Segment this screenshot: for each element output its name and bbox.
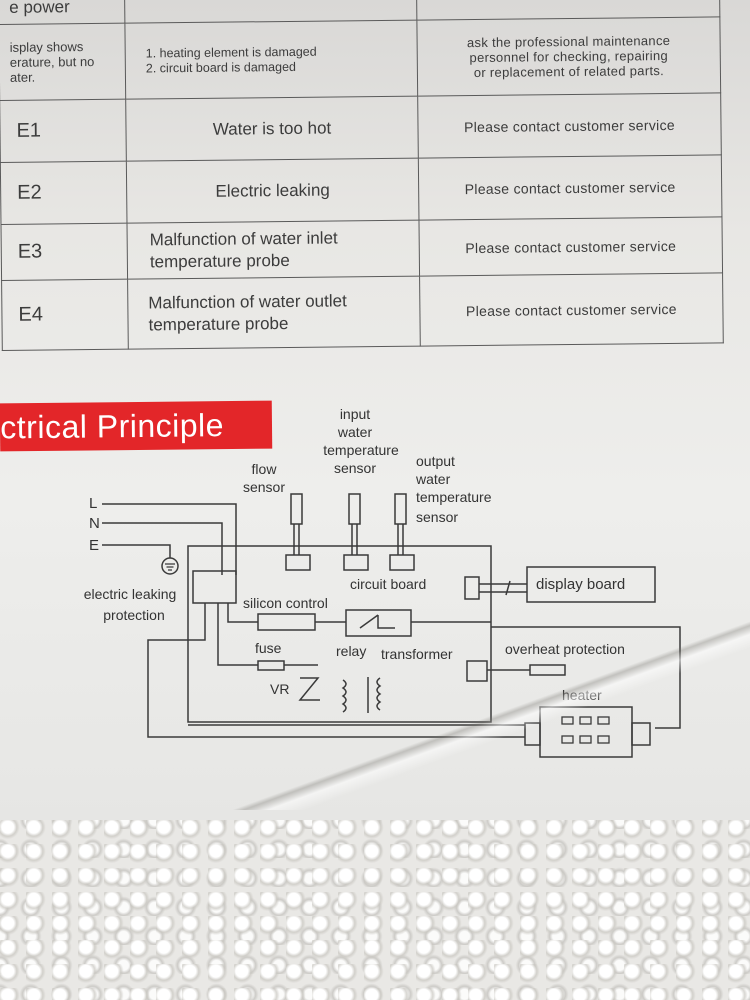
table-row: E4 Malfunction of water outlet temperatu… (1, 272, 724, 351)
label-flow-sensor: flow (252, 461, 278, 477)
table-row: E1 Water is too hot Please contact custo… (0, 92, 722, 163)
transformer-coil (367, 677, 382, 713)
table-cell: ask the professional maintenance personn… (416, 16, 721, 97)
sensor-connector (285, 554, 311, 571)
error-code: E1 (0, 99, 127, 163)
cell-line: Malfunction of water inlet (149, 227, 338, 249)
label-relay: relay (336, 643, 366, 659)
error-action: Please contact customer service (419, 272, 724, 347)
output-temp-sensor (394, 493, 407, 525)
label-input-sensor: input (340, 406, 370, 422)
cell-line: Water is too hot (212, 118, 332, 139)
label-circuit-board: circuit board (350, 576, 426, 592)
silicon-control-box (257, 613, 316, 631)
circuit-diagram: L N E input water temperature sensor flo… (84, 406, 681, 758)
error-action: Please contact customer service (418, 154, 722, 221)
cell-line: erature, but no (9, 53, 95, 70)
error-cause: Water is too hot (125, 96, 419, 162)
label-fuse: fuse (255, 640, 282, 656)
sensor-connector (389, 554, 415, 571)
heater-box (539, 706, 633, 758)
cell-line: or replacement of related parts. (473, 63, 665, 81)
label-display-board: display board (536, 576, 625, 593)
label-n: N (89, 515, 100, 532)
cell-line: 2. circuit board is damaged (145, 59, 297, 75)
label-output-sensor: sensor (416, 509, 458, 525)
error-cause: Malfunction of water inlet temperature p… (126, 220, 420, 280)
leak-protection-box (192, 570, 237, 604)
main-enclosure (187, 545, 492, 723)
error-code: E3 (0, 223, 128, 281)
cell-line: isplay shows (9, 39, 84, 55)
cell-line: ater. (9, 69, 36, 85)
cell-line: Electric leaking (215, 180, 330, 201)
foam-background (0, 820, 750, 1000)
label-input-sensor: sensor (334, 460, 376, 476)
error-code: E4 (1, 279, 129, 351)
table-cell: e power (0, 0, 125, 25)
label-overheat: overheat protection (505, 641, 625, 657)
display-wire (479, 580, 527, 596)
label-l: L (89, 495, 97, 512)
relay-switch (359, 614, 395, 629)
table-row: E3 Malfunction of water inlet temperatur… (0, 216, 723, 281)
flow-sensor (290, 493, 303, 525)
overheat-connector (466, 660, 488, 682)
error-action: Please contact customer service (418, 216, 723, 277)
label-leak-protection: electric leaking (84, 586, 177, 602)
heater-terminal (631, 722, 651, 746)
wire-heater-left (147, 603, 525, 738)
error-action: Please contact customer service (417, 92, 722, 159)
label-flow-sensor: sensor (243, 479, 285, 495)
cell-line: temperature probe (149, 250, 290, 271)
heater-terminal (524, 722, 541, 746)
label-input-sensor: temperature (323, 442, 399, 458)
label-input-sensor: water (337, 424, 373, 440)
input-temp-sensor (348, 493, 361, 525)
table-row: E2 Electric leaking Please contact custo… (0, 154, 722, 225)
sensor-leads (293, 524, 404, 555)
wire-n (102, 522, 223, 575)
cell-line: Malfunction of water outlet (148, 290, 347, 312)
error-code: E2 (0, 161, 127, 225)
vr-symbol (298, 677, 320, 701)
label-output-sensor: temperature (416, 489, 492, 505)
transformer-coil (341, 679, 347, 713)
table-row: isplay shows erature, but no ater. 1. he… (0, 16, 721, 101)
wire-e (102, 544, 171, 558)
wire-l (102, 503, 237, 575)
cell-line: temperature probe (148, 313, 289, 334)
label-e: E (89, 537, 99, 554)
sensor-connector (343, 554, 369, 571)
label-vr: VR (270, 681, 289, 697)
overheat-sensor (529, 664, 566, 676)
table-cell: 1. heating element is damaged 2. circuit… (124, 20, 418, 100)
label-transformer: transformer (381, 646, 453, 662)
label-leak-protection: protection (103, 607, 164, 623)
error-cause: Malfunction of water outlet temperature … (127, 276, 421, 350)
label-heater: heater (562, 687, 602, 703)
wire-fuse-in (217, 603, 258, 666)
error-cause: Electric leaking (126, 158, 419, 224)
label-silicon-control: silicon control (243, 595, 328, 611)
label-output-sensor: output (416, 453, 455, 469)
label-output-sensor: water (415, 471, 451, 487)
fuse-box (257, 660, 285, 671)
ground-icon (161, 557, 179, 575)
instruction-sheet: e power isplay shows erature, but no ate… (0, 0, 750, 830)
error-code-table: e power isplay shows erature, but no ate… (0, 0, 724, 351)
display-connector (464, 576, 480, 600)
table-cell: isplay shows erature, but no ater. (0, 23, 126, 101)
